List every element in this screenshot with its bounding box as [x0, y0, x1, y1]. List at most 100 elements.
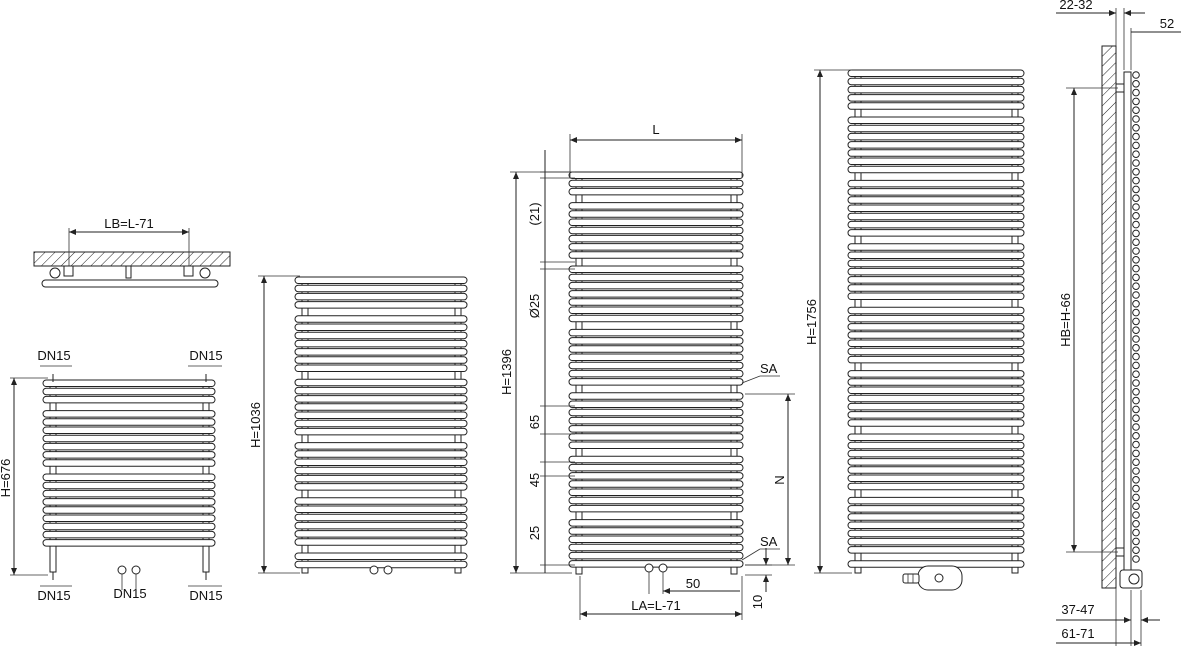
- h1756-label: H=1756: [804, 299, 819, 345]
- radiator-tube: [42, 379, 216, 387]
- d3747-label: 37-47: [1061, 602, 1094, 617]
- radiator-tube: [42, 410, 216, 418]
- radiator-tube: [847, 474, 1025, 482]
- side-tube: [1132, 379, 1140, 387]
- n-label: N: [772, 475, 787, 484]
- radiator-tube: [568, 527, 744, 535]
- radiator-tube: [847, 419, 1025, 427]
- radiator-tube: [568, 535, 744, 543]
- radiator-tube: [847, 529, 1025, 538]
- radiator-tube: [294, 521, 468, 530]
- l-label: L: [652, 122, 659, 137]
- radiator-tube: [294, 411, 468, 419]
- side-tube: [1132, 194, 1140, 202]
- radiator-tube: [42, 418, 216, 426]
- radiator-tube: [847, 292, 1025, 300]
- side-tube: [1132, 352, 1140, 361]
- radiator-tube: [42, 489, 216, 498]
- radiator-tube: [847, 259, 1025, 268]
- radiator-tube: [568, 408, 744, 417]
- side-tube: [1132, 370, 1140, 379]
- radiator-tube: [294, 339, 468, 348]
- radiator-tube: [847, 94, 1025, 102]
- radiator-tube: [568, 251, 744, 259]
- radiator-tube: [568, 210, 744, 218]
- radiator-h1396: L H=1396 (21) Ø25 65 45 25 SA SA N: [499, 122, 795, 620]
- side-tube: [1132, 264, 1140, 273]
- radiator-tube: [294, 348, 468, 356]
- radiator-tube: [294, 419, 468, 428]
- radiator-tube: [568, 496, 744, 505]
- radiator-h1036: H=1036: [248, 275, 468, 575]
- side-tube: [1132, 493, 1140, 502]
- radiator-tube: [294, 323, 468, 331]
- radiator-tube: [294, 315, 468, 323]
- radiator-tube: [847, 546, 1025, 554]
- radiator-tube: [847, 411, 1025, 419]
- radiator-tube: [847, 77, 1025, 86]
- radiator-tube: [847, 157, 1025, 165]
- radiator-tube: [847, 449, 1025, 458]
- side-tube: [1132, 212, 1140, 220]
- side-tube: [1132, 396, 1140, 405]
- radiator-tube: [847, 85, 1025, 94]
- radiator-tube: [568, 480, 744, 488]
- side-tube: [1132, 511, 1140, 519]
- dn15-bottom-right: DN15: [189, 588, 222, 603]
- radiator-h1756: H=1756: [804, 69, 1025, 591]
- radiator-tube: [568, 306, 744, 314]
- sa-bottom-label: SA: [760, 534, 778, 549]
- radiator-tube: [42, 530, 216, 539]
- side-tube: [1132, 335, 1140, 343]
- d21-label: (21): [527, 202, 542, 225]
- radiator-tube: [294, 301, 468, 309]
- side-tube: [1132, 168, 1140, 176]
- d6171-label: 61-71: [1061, 626, 1094, 641]
- hb-label: HB=H-66: [1058, 293, 1073, 347]
- radiator-tube: [847, 402, 1025, 411]
- radiator-tube: [847, 331, 1025, 339]
- radiator-tube: [847, 69, 1025, 77]
- radiator-tube: [294, 513, 468, 522]
- radiator-tube: [568, 171, 744, 179]
- radiator-tube: [294, 497, 468, 505]
- radiator-tube: [42, 442, 216, 451]
- side-tube: [1132, 326, 1140, 335]
- side-tube: [1132, 414, 1140, 423]
- radiator-tube: [294, 378, 468, 387]
- radiator-tube: [847, 521, 1025, 529]
- radiator-tube: [294, 386, 468, 395]
- d25-label: Ø25: [527, 294, 542, 319]
- side-tube: [1132, 80, 1140, 88]
- radiator-tube: [42, 426, 216, 434]
- d2232-label: 22-32: [1059, 0, 1092, 12]
- thermostat-icon: [902, 565, 963, 591]
- side-tube: [1132, 71, 1140, 79]
- radiator-tube: [294, 292, 468, 301]
- radiator-tube: [847, 179, 1025, 188]
- radiator-tube: [568, 187, 744, 196]
- radiator-tube: [294, 560, 468, 569]
- radiator-tube: [42, 514, 216, 522]
- h1396-label: H=1396: [499, 349, 514, 395]
- radiator-tube: [294, 331, 468, 340]
- side-tube: [1132, 273, 1140, 282]
- radiator-tube: [42, 498, 216, 506]
- radiator-tube: [294, 450, 468, 458]
- radiator-tube: [294, 364, 468, 372]
- radiator-h676: DN15 DN15 DN15 DN15 DN15 H=676: [0, 348, 223, 603]
- radiator-tube: [847, 482, 1025, 491]
- side-tube: [1132, 150, 1140, 158]
- dn15-bottom-left: DN15: [37, 588, 70, 603]
- radiator-tube: [847, 323, 1025, 331]
- radiator-tube: [568, 543, 744, 552]
- radiator-tube: [847, 204, 1025, 212]
- radiator-tube: [847, 370, 1025, 378]
- radiator-tube: [847, 441, 1025, 450]
- side-tube: [1132, 132, 1140, 141]
- radiator-tube: [568, 281, 744, 290]
- side-tube: [1132, 229, 1140, 238]
- lb-label: LB=L-71: [104, 216, 154, 231]
- radiator-tube: [294, 466, 468, 475]
- radiator-tube: [847, 378, 1025, 386]
